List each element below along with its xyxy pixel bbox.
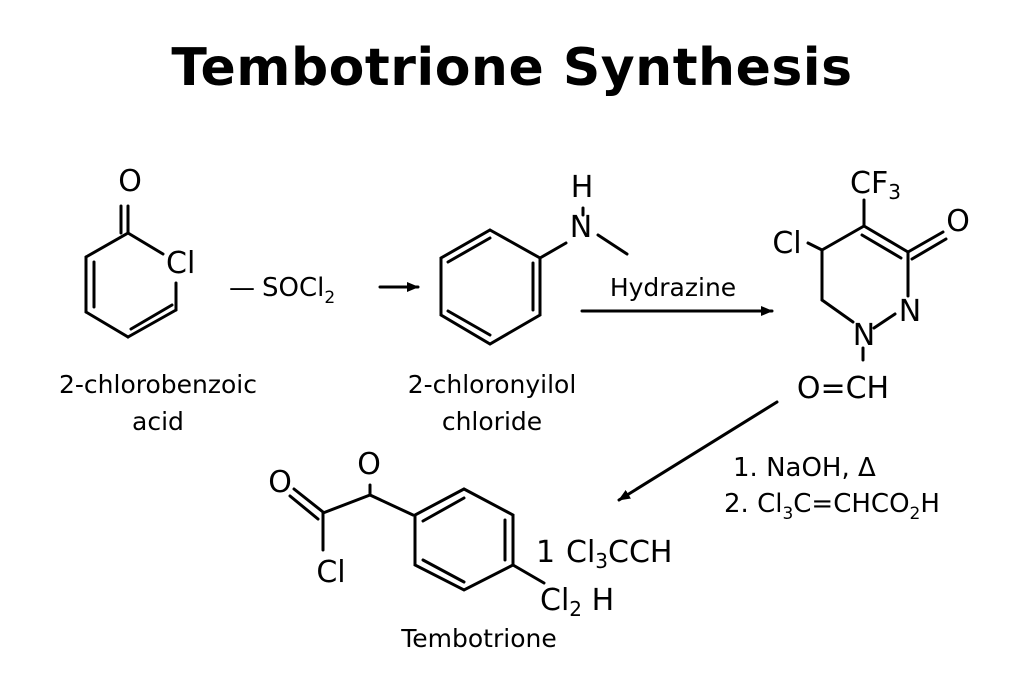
chlorobenzoic-label-line2: acid bbox=[132, 407, 184, 436]
cl2h-rest: H bbox=[582, 583, 614, 618]
cl3cch-group: Cl3CCH bbox=[566, 535, 672, 573]
diagonal-arrow bbox=[619, 402, 777, 500]
tembotrione-label: Tembotrione bbox=[400, 624, 556, 653]
cl3cch-subscript: 3 bbox=[595, 549, 608, 573]
cf3-main: CF bbox=[850, 166, 888, 201]
pyridazinone-structure: CF3 O Cl N N O=CH bbox=[772, 166, 969, 406]
ring-nitrogen-2: N bbox=[899, 294, 921, 329]
ring-nitrogen-1: N bbox=[853, 318, 875, 353]
hydrazine-reagent: Hydrazine bbox=[582, 273, 772, 311]
hydrazine-label: Hydrazine bbox=[610, 273, 736, 302]
oxygen-atom: O bbox=[118, 164, 142, 199]
chlorine-atom: Cl bbox=[166, 246, 195, 281]
acyl-oxygen: O bbox=[268, 465, 292, 500]
tembotrione-structure: O O Cl 1 Cl3CCH Cl2 H bbox=[268, 447, 672, 621]
pyridazinone-bonds bbox=[808, 200, 946, 360]
chloronyilol-structure: H N bbox=[441, 170, 627, 344]
reagent-dash: — bbox=[229, 273, 255, 303]
chloronyilol-label-line1: 2-chloronyilol bbox=[408, 370, 577, 399]
carbonyl-oxygen: O bbox=[946, 204, 970, 239]
cf3-group: CF3 bbox=[850, 166, 901, 204]
cl2h-group: Cl2 H bbox=[540, 583, 614, 621]
base-reagents: 1. NaOH, Δ 2. Cl3C=CHCO2H bbox=[619, 402, 940, 524]
hydrogen-atom: H bbox=[571, 170, 594, 205]
stray-mark: 1 bbox=[536, 535, 555, 570]
cf3-subscript: 3 bbox=[888, 180, 901, 204]
cl3cch-main: Cl bbox=[566, 535, 595, 570]
socl2-subscript: 2 bbox=[324, 288, 335, 308]
socl2-text: SOCl2 bbox=[262, 273, 335, 308]
step2-end: H bbox=[920, 489, 940, 519]
step2-sub2: 2 bbox=[910, 504, 921, 524]
step2-mid: C=CHCO bbox=[793, 489, 909, 519]
chloronyilol-bonds bbox=[441, 208, 627, 344]
chlorobenzoic-acid-structure: O Cl bbox=[86, 164, 195, 337]
chlorobenzoic-bonds bbox=[86, 206, 176, 337]
reagent-step-2: 2. Cl3C=CHCO2H bbox=[724, 489, 940, 524]
socl2-reagent: — SOCl2 bbox=[229, 273, 418, 308]
step2-main: 2. Cl bbox=[724, 489, 782, 519]
nitrogen-atom: N bbox=[570, 210, 592, 245]
chlorine-atom: Cl bbox=[772, 226, 801, 261]
formyl-group: O=CH bbox=[797, 371, 889, 406]
cl2h-main: Cl bbox=[540, 583, 569, 618]
reagent-step-1: 1. NaOH, Δ bbox=[733, 453, 876, 483]
cl3cch-rest: CCH bbox=[608, 535, 672, 570]
cl2h-subscript: 2 bbox=[569, 597, 582, 621]
chlorobenzoic-label-line1: 2-chlorobenzoic bbox=[59, 370, 257, 399]
acyl-chlorine: Cl bbox=[316, 555, 345, 590]
step2-sub1: 3 bbox=[782, 504, 793, 524]
keto-oxygen: O bbox=[357, 447, 381, 482]
socl2-main: SOCl bbox=[262, 273, 324, 303]
chloronyilol-label-line2: chloride bbox=[442, 407, 542, 436]
